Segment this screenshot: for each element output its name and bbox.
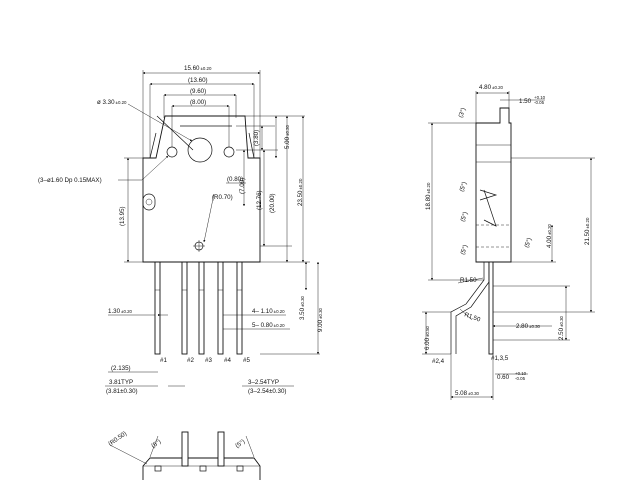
- dim-1-50-tol-up: +0.10: [534, 95, 546, 100]
- dim-3-81-tol: (3.81±0.30): [106, 388, 138, 395]
- bottom-angle-left: (5°): [150, 438, 162, 449]
- dim-4-00: 4.00±0.20: [546, 223, 553, 248]
- dim-9-60: (9.60): [190, 88, 206, 95]
- pin-label-3: #3: [205, 357, 212, 364]
- dim-6-00: 6.00±0.50: [424, 325, 431, 350]
- dim-2-54-typ: 3–2.54TYP: [248, 379, 279, 386]
- dim-13-60: (13.60): [188, 77, 208, 84]
- bottom-angle-right: (5°): [234, 438, 246, 449]
- pin-label-2-4: #2,4: [432, 358, 445, 365]
- dim-2-50: 2.50±0.30: [558, 315, 565, 340]
- dim-5-0-80: 5– 0.80±0.20: [252, 322, 285, 329]
- dim-0-80: (0.80): [227, 176, 243, 183]
- pin-label-1: #1: [160, 357, 167, 364]
- side-lead-bent: [450, 262, 485, 354]
- mounting-hole: [187, 137, 213, 163]
- pin-label-1-3-5: #1,3,5: [491, 355, 509, 362]
- dim-12-76: (12.76): [256, 190, 263, 210]
- dim-18-80: 18.80±0.20: [425, 182, 432, 210]
- dim-3-81-typ: 3.81TYP: [109, 379, 133, 386]
- dim-7-00: (7.00): [239, 178, 246, 194]
- dim-23-50: 23.50±0.20: [297, 178, 304, 206]
- pin-label-2: #2: [187, 357, 194, 364]
- dim-13-95: (13.95): [119, 206, 126, 226]
- angle-mid2: (5°): [459, 211, 469, 223]
- bottom-radius: (R0.50): [107, 430, 128, 448]
- dim-0-60: 0.60: [497, 374, 510, 381]
- bottom-body: [142, 457, 261, 480]
- pin-label-5: #5: [243, 357, 250, 364]
- dim-2-80: 2.80±0.30: [516, 323, 541, 330]
- dim-5-08: 5.08±0.30: [455, 390, 480, 397]
- dim-1-50-tol-down: -0.05: [534, 100, 545, 105]
- dim-9-00: 9.00±0.30: [317, 307, 324, 332]
- pin-hole-note: (3–ø1.60 Dp 0.15MAX): [38, 177, 102, 184]
- dim-21-50: 21.50±0.20: [584, 217, 591, 245]
- dim-r1-50-lower: R1.50: [463, 311, 481, 323]
- dim-3-50: 3.50±0.30: [299, 295, 306, 320]
- dim-20-00: (20.00): [269, 193, 276, 213]
- front-leads: [154, 261, 243, 355]
- dim-15-60: 15.60±0.20: [184, 65, 212, 72]
- angle-low: (5°): [459, 244, 469, 256]
- dim-3-80: (3.80): [253, 130, 260, 146]
- dim-4-80: 4.80±0.20: [479, 84, 504, 91]
- front-body: [142, 115, 261, 263]
- bottom-view: (R0.50) (5°) (5°): [107, 430, 261, 480]
- angle-right: (5°): [523, 237, 533, 249]
- front-view: 15.60±0.20 (13.60) (9.60) (8.00) ø 3.30±…: [38, 65, 324, 395]
- angle-mid: (5°): [458, 181, 468, 193]
- dim-1-30: 1.30±0.20: [108, 308, 133, 315]
- dim-0-60-tol-down: -0.05: [515, 376, 526, 381]
- side-body: [475, 107, 512, 263]
- side-view: 4.80±0.20 1.50 +0.10 -0.05 (3°) (5°) (5°…: [422, 84, 595, 400]
- dim-4-1-10: 4– 1.10±0.20: [252, 308, 285, 315]
- dim-8-00: (8.00): [190, 99, 206, 106]
- dim-0-60-tol-up: +0.10: [515, 371, 527, 376]
- dim-radius-0-70: (R0.70): [212, 194, 233, 201]
- dim-hole-3-30: ø 3.30±0.20: [97, 99, 127, 106]
- pin-label-4: #4: [224, 357, 231, 364]
- side-lead-straight: [488, 261, 494, 355]
- dim-2-135: (2.135): [111, 365, 131, 372]
- dim-5-00: 5.00±0.20: [284, 124, 291, 149]
- dim-2-54-tol: (3–2.54±0.30): [248, 388, 287, 395]
- dim-r1-50-upper: R1.50: [460, 277, 477, 284]
- dim-1-50: 1.50: [519, 98, 532, 105]
- angle-top: (3°): [457, 107, 467, 119]
